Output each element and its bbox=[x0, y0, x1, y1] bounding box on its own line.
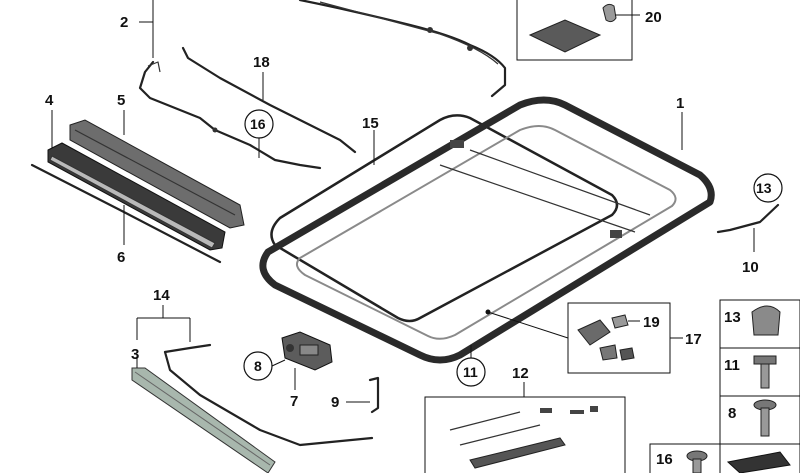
callout-13-circle bbox=[753, 173, 783, 203]
callout-3: 3 bbox=[131, 346, 139, 363]
part-14-seal-strip bbox=[163, 343, 374, 447]
hardware-label-13: 13 bbox=[724, 309, 741, 326]
callout-1: 1 bbox=[676, 95, 684, 112]
part-20-clip bbox=[602, 3, 617, 23]
clip-13-icon bbox=[751, 305, 781, 336]
callout-18: 18 bbox=[253, 54, 270, 71]
part-5-deflector bbox=[69, 119, 245, 229]
callout-13: 13 bbox=[756, 180, 772, 196]
callout-4: 4 bbox=[45, 92, 54, 109]
callout-19: 19 bbox=[643, 314, 660, 331]
part-20-pad bbox=[528, 19, 602, 53]
leader-17-frame bbox=[487, 311, 569, 339]
leader-8 bbox=[271, 359, 286, 367]
part-12-small-parts bbox=[449, 406, 598, 469]
callout-12: 12 bbox=[512, 365, 529, 382]
hardware-label-16: 16 bbox=[656, 451, 673, 468]
part-4-wind-deflector bbox=[47, 142, 226, 251]
part-2-bracket-rail bbox=[138, 60, 322, 170]
part-15-glass-seal bbox=[270, 114, 619, 323]
callout-17: 17 bbox=[685, 331, 702, 348]
callout-10: 10 bbox=[742, 259, 759, 276]
part-17-components bbox=[577, 314, 635, 361]
hardware-label-11: 11 bbox=[724, 357, 740, 374]
part-6-seal-strip bbox=[30, 163, 222, 264]
callout-5: 5 bbox=[117, 92, 125, 109]
pad-16-icon bbox=[726, 451, 791, 473]
callout-15: 15 bbox=[362, 115, 379, 132]
part-18-strip bbox=[181, 46, 357, 154]
callout-20: 20 bbox=[645, 9, 662, 26]
screw-16-icon bbox=[686, 450, 708, 473]
part-1-sunroof-frame bbox=[259, 96, 715, 364]
hardware-label-8: 8 bbox=[728, 405, 736, 422]
callout-8: 8 bbox=[254, 358, 262, 374]
part-10-drain-hose bbox=[716, 203, 780, 234]
callout-16: 16 bbox=[250, 116, 266, 132]
part-3-seal-profile bbox=[131, 367, 276, 473]
callout-6: 6 bbox=[117, 249, 125, 266]
callout-14: 14 bbox=[153, 287, 170, 304]
callout-9: 9 bbox=[331, 394, 339, 411]
screw-11-icon bbox=[753, 355, 777, 389]
callout-11: 11 bbox=[463, 364, 478, 380]
part-9-rod bbox=[368, 376, 380, 414]
part-2-rail bbox=[298, 0, 507, 98]
screw-8-icon bbox=[753, 399, 777, 437]
callout-7: 7 bbox=[290, 393, 298, 410]
part-7-motor bbox=[281, 331, 333, 371]
callout-2: 2 bbox=[120, 14, 128, 31]
